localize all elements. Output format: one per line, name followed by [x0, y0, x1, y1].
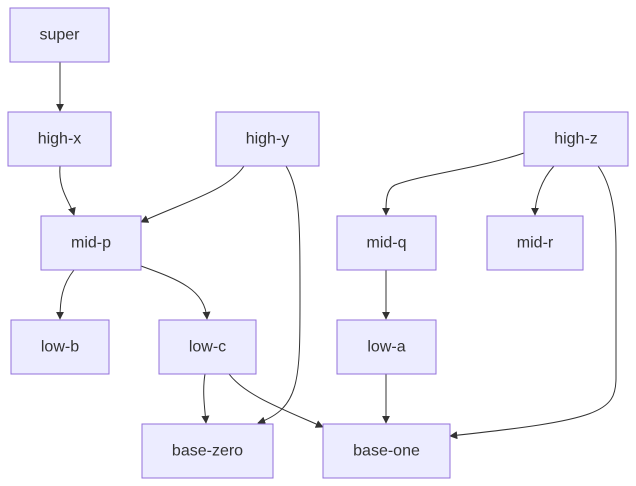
edge-mid-p-to-low-c: [140, 265, 211, 320]
edge-low-c-to-base-zero: [201, 373, 210, 424]
node-high-x-label: high-x: [38, 131, 82, 148]
node-mid-p-label: mid-p: [71, 235, 111, 252]
edge-low-c-to-base-one: [228, 373, 324, 428]
node-high-x-box: [7, 111, 112, 167]
node-mid-p-box: [40, 215, 142, 271]
node-mid-r-box: [486, 215, 584, 271]
edge-mid-p-to-low-b: [56, 269, 75, 320]
node-low-a-label: low-a: [367, 339, 405, 356]
edge-high-y-to-mid-p: [140, 165, 245, 223]
node-low-c: low-c: [158, 319, 257, 375]
node-high-z-box: [523, 111, 629, 167]
node-high-z: high-z: [523, 111, 629, 167]
node-super: super: [9, 7, 110, 63]
nodes: super high-x high-y high-z mid-p mid-q m…: [7, 7, 629, 479]
edge-high-y-to-base-zero: [257, 165, 301, 425]
edge-high-z-to-mid-r: [531, 165, 555, 216]
edges: [56, 62, 617, 440]
node-mid-r: mid-r: [486, 215, 584, 271]
node-high-y-label: high-y: [246, 131, 290, 148]
node-high-y-box: [215, 111, 320, 167]
node-super-label: super: [39, 27, 80, 44]
node-base-one: base-one: [322, 423, 451, 479]
node-low-c-label: low-c: [189, 339, 226, 356]
node-high-x: high-x: [7, 111, 112, 167]
node-base-zero-box: [141, 423, 274, 479]
node-base-one-label: base-one: [353, 443, 420, 460]
node-mid-p: mid-p: [40, 215, 142, 271]
node-low-a-box: [336, 319, 437, 375]
node-super-box: [9, 7, 110, 63]
node-base-zero-label: base-zero: [172, 443, 243, 460]
node-low-a: low-a: [336, 319, 437, 375]
node-low-c-box: [158, 319, 257, 375]
node-mid-q-label: mid-q: [366, 235, 406, 252]
edge-high-z-to-mid-q: [381, 152, 525, 216]
node-high-z-label: high-z: [554, 131, 598, 148]
node-low-b-box: [10, 319, 110, 375]
node-mid-q: mid-q: [336, 215, 437, 271]
node-mid-r-label: mid-r: [517, 235, 554, 252]
node-low-b: low-b: [10, 319, 110, 375]
edge-high-x-to-mid-p: [59, 165, 76, 216]
node-base-one-box: [322, 423, 451, 479]
node-base-zero: base-zero: [141, 423, 274, 479]
edge-high-z-to-base-one: [449, 165, 617, 440]
node-mid-q-box: [336, 215, 437, 271]
node-low-b-label: low-b: [41, 339, 79, 356]
node-high-y: high-y: [215, 111, 320, 167]
